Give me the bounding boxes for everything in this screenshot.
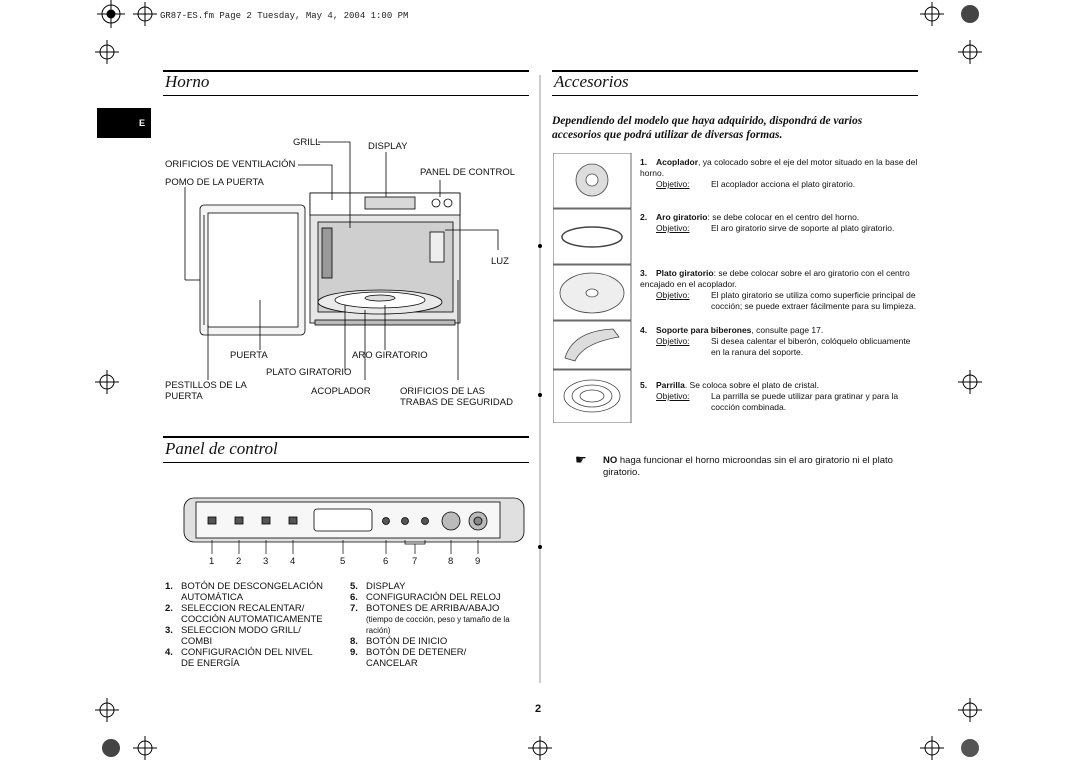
page-number: 2 bbox=[535, 703, 542, 715]
language-tab: E bbox=[97, 108, 151, 138]
panel-top-rule bbox=[163, 436, 529, 438]
label-luz: LUZ bbox=[491, 256, 509, 267]
panel-num-4: 4 bbox=[290, 556, 296, 567]
accessory-images bbox=[553, 153, 632, 423]
panel-num-6: 6 bbox=[383, 556, 389, 567]
accessory-item-4: 4.Soporte para biberones, consulte page … bbox=[640, 325, 911, 357]
label-grill: GRILL bbox=[293, 137, 321, 148]
microwave-diagram bbox=[184, 141, 499, 380]
panel-item: 3.SELECCION MODO GRILL/COMBI bbox=[165, 625, 301, 647]
panel-item: 5.DISPLAY bbox=[350, 581, 406, 592]
label-orificios-trabas-line2: TRABAS DE SEGURIDAD bbox=[400, 397, 513, 408]
label-puerta: PUERTA bbox=[230, 350, 268, 361]
accesorios-top-rule bbox=[552, 70, 918, 72]
label-orificios-trabas-line1: ORIFICIOS DE LAS bbox=[400, 386, 485, 397]
label-orificios-ventilacion: ORIFICIOS DE VENTILACIÓN bbox=[165, 159, 296, 170]
label-pestillos-line2: PUERTA bbox=[165, 391, 203, 402]
panel-item: 6.CONFIGURACIÓN DEL RELOJ bbox=[350, 592, 501, 603]
label-plato: PLATO GIRATORIO bbox=[266, 367, 352, 378]
label-pomo: POMO DE LA PUERTA bbox=[165, 177, 264, 188]
accesorios-title: Accesorios bbox=[554, 72, 629, 91]
label-panel-control: PANEL DE CONTROL bbox=[420, 167, 516, 178]
panel-item: 7.BOTONES DE ARRIBA/ABAJO(tiempo de cocc… bbox=[350, 603, 510, 635]
hand-pointer-icon: ☛ bbox=[575, 452, 587, 467]
accesorios-bottom-rule bbox=[552, 95, 918, 96]
panel-num-5: 5 bbox=[340, 556, 346, 567]
label-display: DISPLAY bbox=[368, 141, 408, 152]
label-orificios-trabas: ORIFICIOS DE LAS TRABAS DE SEGURIDAD bbox=[400, 386, 513, 408]
panel-num-1: 1 bbox=[209, 556, 215, 567]
accessory-item-2: 2.Aro giratorio: se debe colocar en el c… bbox=[640, 212, 895, 233]
horno-top-rule bbox=[163, 70, 529, 72]
panel-title: Panel de control bbox=[165, 439, 278, 458]
label-pestillos-line1: PESTILLOS DE LA bbox=[165, 380, 247, 391]
panel-num-8: 8 bbox=[448, 556, 454, 567]
safety-note: NO haga funcionar el horno microondas si… bbox=[603, 455, 893, 478]
accessory-item-1: 1.Acoplador, ya colocado sobre el eje de… bbox=[640, 157, 918, 189]
panel-num-7: 7 bbox=[412, 556, 418, 567]
panel-item: 9.BOTÓN DE DETENER/CANCELAR bbox=[350, 647, 467, 669]
panel-item: 2.SELECCION RECALENTAR/COCCIÓN AUTOMATIC… bbox=[165, 603, 323, 625]
panel-num-9: 9 bbox=[475, 556, 481, 567]
label-pestillos: PESTILLOS DE LA PUERTA bbox=[165, 380, 247, 402]
control-panel-leaders bbox=[211, 540, 479, 554]
horno-bottom-rule bbox=[163, 95, 529, 96]
label-aro: ARO GIRATORIO bbox=[352, 350, 428, 361]
file-header: GR87-ES.fm Page 2 Tuesday, May 4, 2004 1… bbox=[160, 11, 409, 21]
horno-title: Horno bbox=[165, 72, 210, 91]
panel-item: 8.BOTÓN DE INICIO bbox=[350, 636, 448, 647]
panel-bottom-rule bbox=[163, 462, 529, 463]
panel-num-2: 2 bbox=[236, 556, 242, 567]
accessory-item-3: 3.Plato giratorio: se debe colocar sobre… bbox=[640, 268, 917, 311]
panel-list-right: 5.DISPLAY 6.CONFIGURACIÓN DEL RELOJ 7.BO… bbox=[350, 581, 530, 669]
accesorios-intro: Dependiendo del modelo que haya adquirid… bbox=[552, 115, 863, 141]
label-acoplador: ACOPLADOR bbox=[311, 386, 371, 397]
control-panel-diagram bbox=[183, 497, 525, 543]
panel-num-3: 3 bbox=[263, 556, 269, 567]
language-tab-label: E bbox=[138, 118, 145, 128]
accessory-item-5: 5.Parrilla. Se coloca sobre el plato de … bbox=[640, 380, 899, 412]
